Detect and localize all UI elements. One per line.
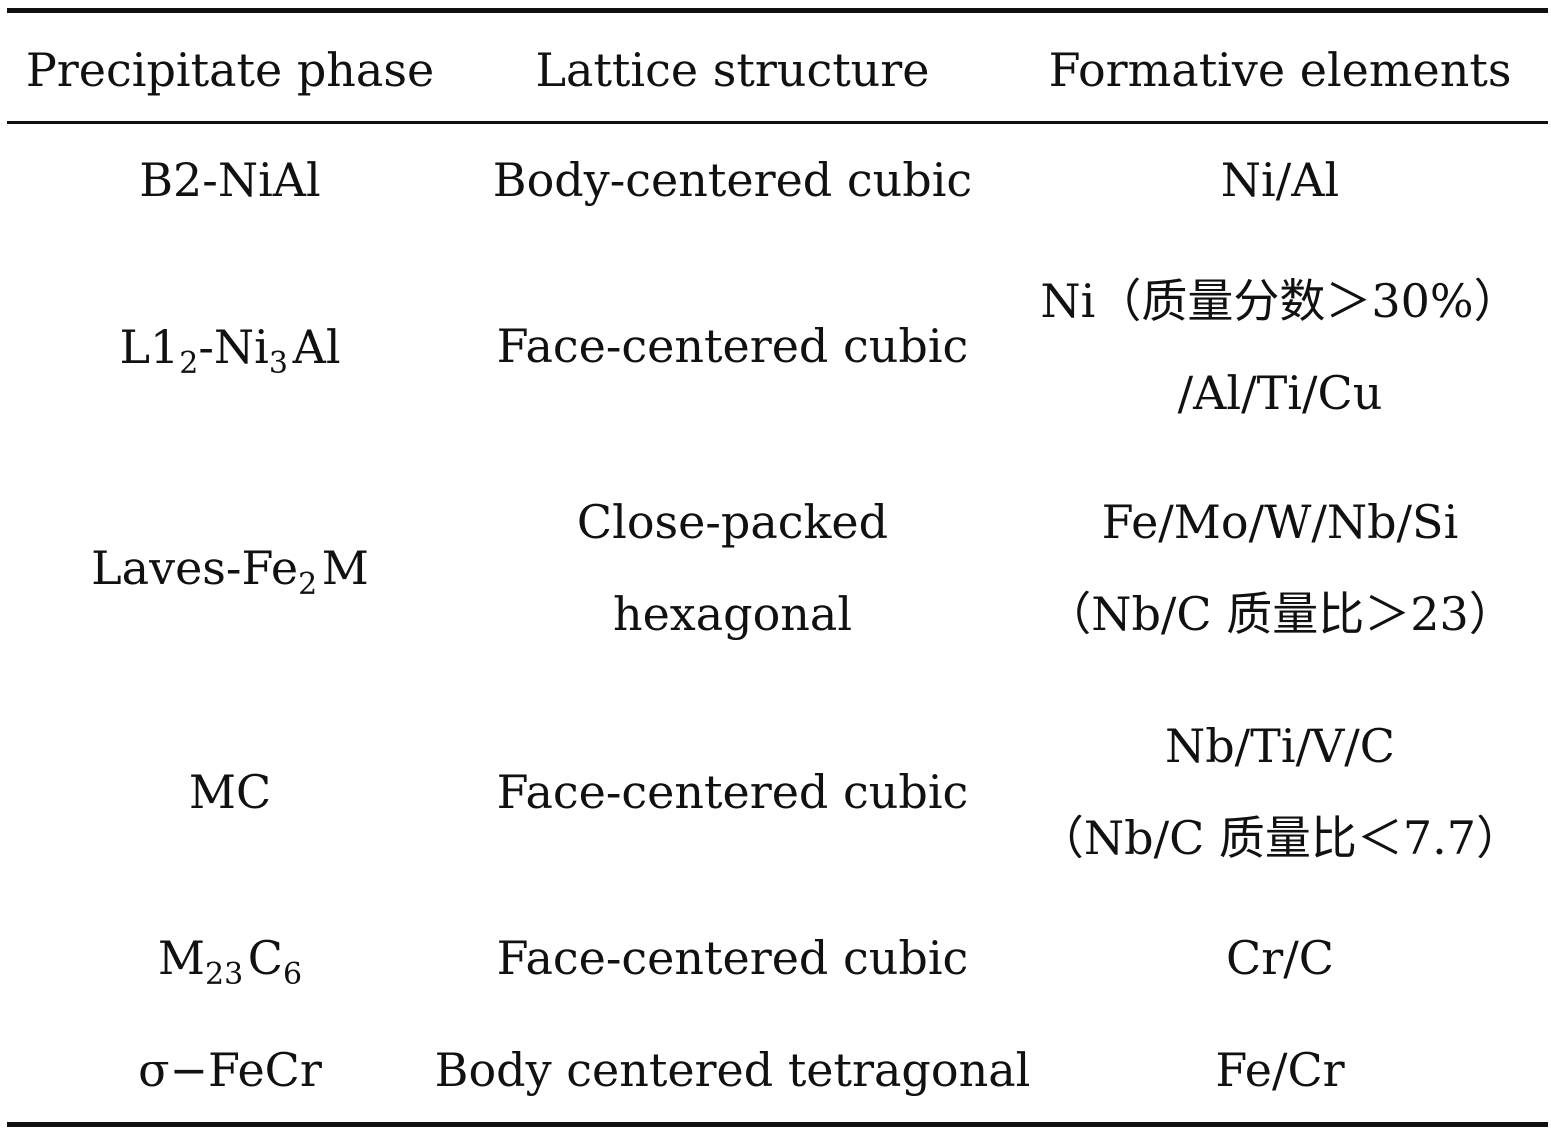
header-precipitate-phase: Precipitate phase bbox=[25, 43, 435, 97]
elements-text: Fe/Cr bbox=[1215, 1043, 1345, 1097]
table-row-4-lattice: Face-centered cubic bbox=[455, 746, 1010, 838]
header-formative-elements: Formative elements bbox=[1048, 43, 1512, 97]
phase-tail-2: Al bbox=[292, 320, 341, 374]
phase-text: B2-NiAl bbox=[139, 153, 321, 207]
phase-base: L1 bbox=[119, 320, 180, 374]
phase-text: σ−FeCr bbox=[138, 1043, 322, 1097]
table-row-5-lattice: Face-centered cubic bbox=[455, 912, 1010, 1004]
table-row-5-phase: M23 C6 bbox=[10, 912, 450, 1004]
elements-line-2: （Nb/C 质量比＞23） bbox=[1045, 587, 1515, 641]
phase-subscript-2: 6 bbox=[283, 957, 303, 992]
lattice-text: Face-centered cubic bbox=[496, 765, 969, 819]
lattice-text: Face-centered cubic bbox=[496, 931, 969, 985]
elements-line-2: （Nb/C 质量比＜7.7） bbox=[1037, 811, 1523, 865]
table-row-1-phase: B2-NiAl bbox=[10, 134, 450, 226]
table-row-6-phase: σ−FeCr bbox=[10, 1024, 450, 1116]
elements-text: Cr/C bbox=[1226, 931, 1334, 985]
phase-base: M bbox=[157, 931, 206, 985]
phase-subscript: 23 bbox=[205, 957, 244, 992]
table-bottom-rule bbox=[7, 1122, 1548, 1127]
phase-base: Laves-Fe bbox=[91, 541, 299, 595]
table-row-4-phase: MC bbox=[10, 746, 450, 838]
table-row-2-phase: L12-Ni3 Al bbox=[10, 255, 450, 439]
lattice-line-2: hexagonal bbox=[612, 587, 853, 641]
phase-text: MC bbox=[188, 765, 272, 819]
table-row-1-lattice: Body-centered cubic bbox=[455, 134, 1010, 226]
phase-subscript: 2 bbox=[179, 346, 199, 381]
phase-subscript-2: 3 bbox=[268, 346, 288, 381]
table-row-1-elements: Ni/Al bbox=[1015, 134, 1545, 226]
header-lattice-structure: Lattice structure bbox=[535, 43, 930, 97]
elements-line-1: Ni（质量分数＞30%） bbox=[1040, 274, 1520, 328]
phase-tail: -Ni bbox=[198, 320, 269, 374]
table-row-4-elements: Nb/Ti/V/C （Nb/C 质量比＜7.7） bbox=[1015, 700, 1545, 884]
table-row-6-lattice: Body centered tetragonal bbox=[435, 1024, 1031, 1116]
phase-tail: C bbox=[247, 931, 283, 985]
table-top-rule bbox=[7, 8, 1548, 13]
table-row-6-elements: Fe/Cr bbox=[1015, 1024, 1545, 1116]
table-row-5-elements: Cr/C bbox=[1015, 912, 1545, 1004]
elements-text: Ni/Al bbox=[1220, 153, 1340, 207]
table-row-2-elements: Ni（质量分数＞30%） /Al/Ti/Cu bbox=[1015, 255, 1545, 439]
table-row-2-lattice: Face-centered cubic bbox=[455, 300, 1010, 392]
phase-subscript: 2 bbox=[298, 567, 318, 602]
elements-line-1: Nb/Ti/V/C bbox=[1164, 719, 1395, 773]
table-row-3-lattice: Close-packed hexagonal bbox=[455, 476, 1010, 660]
elements-line-1: Fe/Mo/W/Nb/Si bbox=[1101, 495, 1459, 549]
table-row-3-phase: Laves-Fe2 M bbox=[10, 476, 450, 660]
elements-line-2: /Al/Ti/Cu bbox=[1177, 366, 1383, 420]
phase-tail: M bbox=[321, 541, 369, 595]
lattice-text: Body centered tetragonal bbox=[434, 1043, 1031, 1097]
lattice-text: Face-centered cubic bbox=[496, 319, 969, 373]
table-row-3-elements: Fe/Mo/W/Nb/Si （Nb/C 质量比＞23） bbox=[1015, 476, 1545, 660]
phase-formula: M23 C6 bbox=[158, 912, 302, 1004]
lattice-line-1: Close-packed bbox=[576, 495, 889, 549]
phase-formula: L12-Ni3 Al bbox=[119, 301, 340, 393]
phase-formula: Laves-Fe2 M bbox=[91, 522, 369, 614]
table-header-rule bbox=[7, 121, 1548, 124]
lattice-text: Body-centered cubic bbox=[492, 153, 973, 207]
